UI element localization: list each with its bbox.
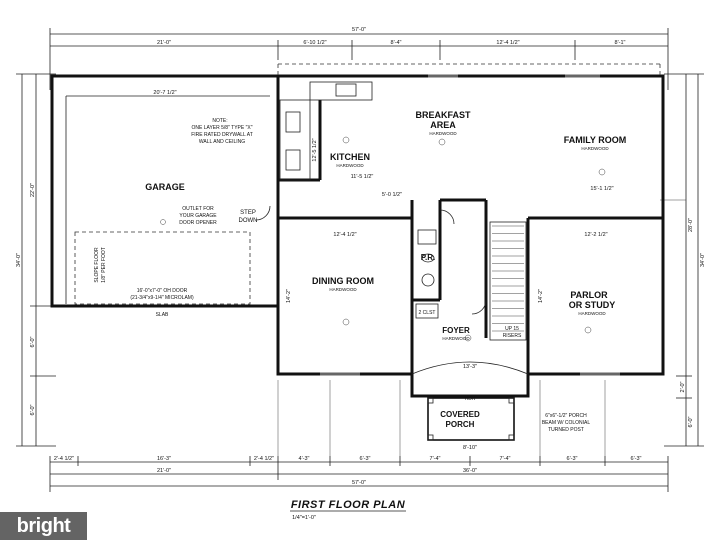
note-closet: 2 CLST xyxy=(419,310,436,316)
svg-text:UP 15: UP 15 xyxy=(505,326,519,332)
floor-note-family: HARDWOOD xyxy=(581,146,609,151)
floor-note-foyer: HARDWOOD xyxy=(442,336,470,341)
svg-text:WALL AND CEILING: WALL AND CEILING xyxy=(199,139,245,145)
dim-b2: 16'-3" xyxy=(157,456,171,462)
svg-text:ONE LAYER 5/8" TYPE "X": ONE LAYER 5/8" TYPE "X" xyxy=(192,125,253,131)
plan-scale: 1/4"=1'-0" xyxy=(292,515,316,521)
dim-b6: 7'-4" xyxy=(430,456,441,462)
room-label-covered: COVERED xyxy=(440,410,480,419)
room-label-pr: P.R. xyxy=(421,253,436,262)
room-label-family-room: FAMILY ROOM xyxy=(564,135,627,145)
dim-top-c: 12'-4 1/2" xyxy=(496,40,519,46)
note-outlet: OUTLET FOR YOUR GARAGE DOOR OPENER xyxy=(179,206,217,226)
dim-parlor-h: 14'-2" xyxy=(538,289,544,303)
dim-right-b: 2'-0" xyxy=(680,381,686,392)
room-label-or-study: OR STUDY xyxy=(569,300,616,310)
dim-porch-w: 8'-10" xyxy=(463,445,477,451)
dim-top-a: 6'-10 1/2" xyxy=(303,40,326,46)
svg-text:6"x6"-1/2" PORCH: 6"x6"-1/2" PORCH xyxy=(545,413,587,419)
room-label-foyer: FOYER xyxy=(442,326,470,335)
floor-note-breakfast: HARDWOOD xyxy=(429,131,457,136)
svg-text:1/8" PER FOOT: 1/8" PER FOOT xyxy=(101,247,107,283)
note-porch-beam: 6"x6"-1/2" PORCH BEAM W/ COLONIAL TURNED… xyxy=(542,413,591,433)
plan-title: FIRST FLOOR PLAN xyxy=(291,499,406,511)
svg-text:OUTLET FOR: OUTLET FOR xyxy=(182,206,214,212)
svg-text:(21-3/4"x9-1/4" MICROLAM): (21-3/4"x9-1/4" MICROLAM) xyxy=(130,295,194,301)
dim-garage-depth: 20'-7 1/2" xyxy=(153,90,176,96)
dimension-lines xyxy=(16,28,704,492)
room-label-garage: GARAGE xyxy=(145,182,185,192)
dim-b1: 2'-4 1/2" xyxy=(54,456,74,462)
svg-text:BEAM W/ COLONIAL: BEAM W/ COLONIAL xyxy=(542,420,591,426)
svg-text:TURNED POST: TURNED POST xyxy=(548,427,584,433)
dim-bottom-garage: 21'-0" xyxy=(157,468,171,474)
dim-bottom-total: 57'-0" xyxy=(352,480,366,486)
svg-text:DOOR OPENER: DOOR OPENER xyxy=(179,220,217,226)
dim-left-c: 6'-0" xyxy=(30,404,36,415)
dim-dining-w: 12'-4 1/2" xyxy=(333,232,356,238)
dim-b7: 7'-4" xyxy=(500,456,511,462)
dim-mid-a: 5'-0 1/2" xyxy=(382,192,402,198)
svg-text:DOWN: DOWN xyxy=(239,218,258,224)
walls xyxy=(50,74,665,441)
dim-left-b: 6'-0" xyxy=(30,336,36,347)
dim-left-total: 34'-0" xyxy=(16,253,22,267)
dim-kitchen-h: 12'-5 1/2" xyxy=(312,138,318,161)
dim-top-b: 8'-4" xyxy=(391,40,402,46)
room-label-kitchen: KITCHEN xyxy=(330,152,370,162)
svg-text:SLOPE FLOOR: SLOPE FLOOR xyxy=(94,247,100,283)
dim-b3: 2'-4 1/2" xyxy=(254,456,274,462)
dim-kitchen-w: 11'-5 1/2" xyxy=(351,174,374,180)
dim-b4: 4'-3" xyxy=(299,456,310,462)
room-label-breakfast-area: AREA xyxy=(430,120,456,130)
svg-text:16'-0"x7'-0" OH DOOR: 16'-0"x7'-0" OH DOOR xyxy=(137,288,188,294)
svg-text:RISERS: RISERS xyxy=(503,333,522,339)
dim-foyer-w: 13'-3" xyxy=(463,364,477,370)
dim-parlor-w: 12'-2 1/2" xyxy=(584,232,607,238)
floor-note-kitchen: HARDWOOD xyxy=(336,163,364,168)
dim-right-total: 34'-0" xyxy=(700,253,706,267)
room-label-breakfast: BREAKFAST xyxy=(415,110,471,120)
note-hdr: HDR xyxy=(465,396,476,402)
svg-text:FIRE RATED DRYWALL AT: FIRE RATED DRYWALL AT xyxy=(191,132,253,138)
note-up-risers: UP 15 RISERS xyxy=(503,326,522,339)
dim-b8: 6'-3" xyxy=(567,456,578,462)
dim-bottom-house: 36'-0" xyxy=(463,468,477,474)
svg-text:YOUR GARAGE: YOUR GARAGE xyxy=(179,213,217,219)
dim-top-garage: 21'-0" xyxy=(157,40,171,46)
note-garage-door: 16'-0"x7'-0" OH DOOR (21-3/4"x9-1/4" MIC… xyxy=(130,288,194,301)
dim-right-a: 28'-0" xyxy=(688,218,694,232)
dim-b5: 6'-3" xyxy=(360,456,371,462)
floor-note-dining: HARDWOOD xyxy=(329,287,357,292)
svg-text:NOTE:: NOTE: xyxy=(212,118,227,124)
dim-total-width-top: 57'-0" xyxy=(352,27,366,33)
dim-mid-b: 15'-1 1/2" xyxy=(590,186,613,192)
dim-dining-h: 14'-2" xyxy=(286,289,292,303)
note-slope: SLOPE FLOOR 1/8" PER FOOT xyxy=(94,247,107,283)
room-label-dining-room: DINING ROOM xyxy=(312,276,374,286)
dim-b9: 6'-3" xyxy=(631,456,642,462)
watermark-badge: bright xyxy=(0,512,87,540)
dim-left-a: 22'-0" xyxy=(30,183,36,197)
note-step-down: STEP DOWN xyxy=(239,210,258,224)
watermark-text: bright xyxy=(16,514,71,537)
floor-note-parlor: HARDWOOD xyxy=(578,311,606,316)
detail-lines xyxy=(65,63,661,441)
dim-right-c: 6'-0" xyxy=(688,416,694,427)
room-label-parlor: PARLOR xyxy=(570,290,608,300)
note-fire-wall: NOTE: ONE LAYER 5/8" TYPE "X" FIRE RATED… xyxy=(191,118,253,145)
svg-text:STEP: STEP xyxy=(240,210,256,216)
note-slab: SLAB xyxy=(156,312,169,318)
room-label-porch: PORCH xyxy=(446,420,475,429)
dim-top-d: 8'-1" xyxy=(615,40,626,46)
